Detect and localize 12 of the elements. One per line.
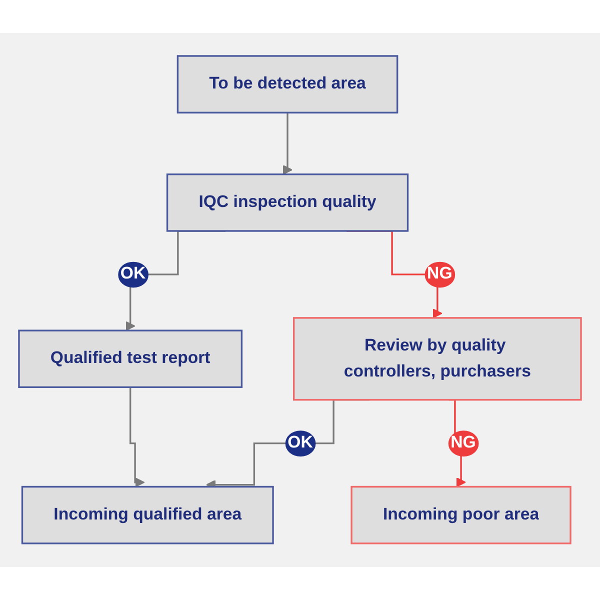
node-box: Incoming qualified area [21, 486, 274, 545]
node-box: Qualified test report [18, 330, 243, 388]
arrow [130, 386, 145, 488]
arrow [282, 112, 292, 176]
node-box: Review by quality controllers, purchasers [293, 317, 582, 401]
node-box: Incoming poor area [350, 486, 572, 545]
node-box: IQC inspection quality [166, 174, 409, 232]
edge-label: NG [427, 264, 452, 284]
edge-label: OK [120, 264, 146, 284]
edge-label: OK [288, 433, 313, 452]
edge-label: NG [450, 433, 476, 452]
node-box: To be detected area [176, 55, 398, 114]
